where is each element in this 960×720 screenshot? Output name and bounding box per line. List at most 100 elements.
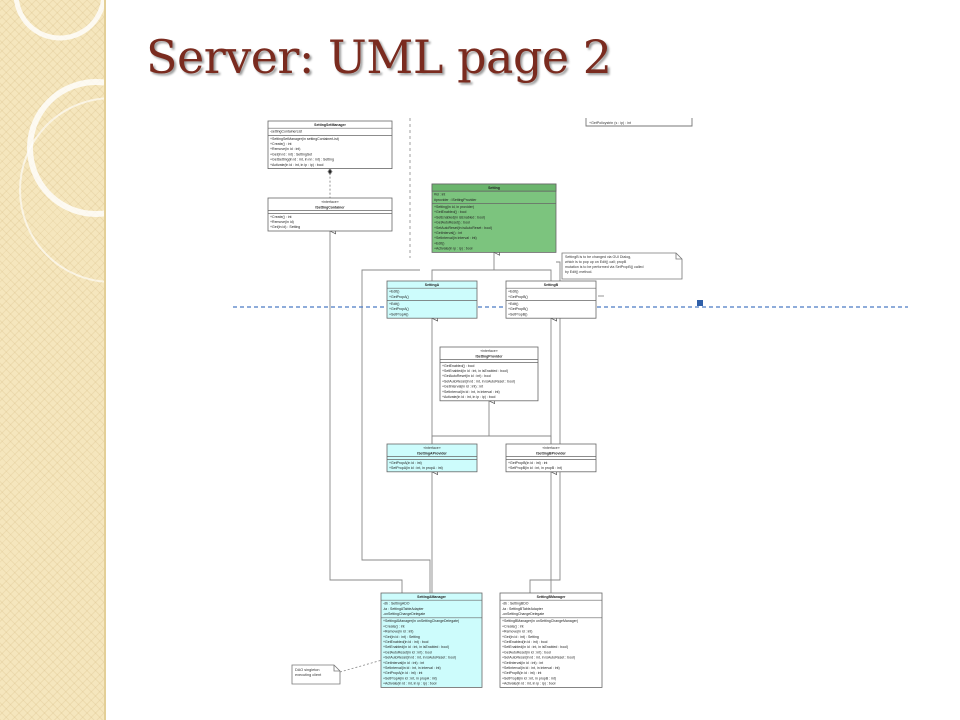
class-stereotype: «interface»: [321, 200, 338, 204]
connector-line: [494, 269, 552, 281]
top-fragment-text: +GetPolicystrin (s : ip) : int: [589, 121, 631, 125]
uml-class-setting-b: SettingB+Edit()+GetPropB()+Edit()+GetPro…: [505, 280, 597, 319]
class-stereotype: «interface»: [480, 349, 497, 353]
class-operation: +Activate(in ip : ip) : bool: [434, 247, 473, 251]
uml-class-setting: Setting#id : int#provider : ISettingProv…: [431, 183, 557, 253]
uml-class-diagram: +GetPolicystrin (s : ip) : int SettingSe…: [233, 118, 908, 688]
class-attribute: #provider : ISettingProvider: [434, 198, 477, 202]
class-attribute: -db : SettingBDO: [502, 602, 529, 606]
class-operation: +GetSetting(in id : int, in nn : int) : …: [270, 158, 334, 162]
class-attribute: -settingContainerList: [270, 130, 302, 134]
uml-class-setting-a: SettingA+Edit()+GetPropA()+Edit()+GetPro…: [386, 280, 478, 319]
class-operation: +SetEnabled(in id : int, in isEnabled : …: [442, 369, 508, 373]
class-name: ISettingAProvider: [417, 451, 447, 455]
class-operation: +SetEnabled(in id : int, in isEnabled : …: [502, 645, 568, 649]
class-operation: +Edit(): [508, 302, 518, 306]
class-name: SettingAManager: [417, 595, 446, 599]
sidebar-divider: [104, 0, 106, 720]
class-operation: +GetPropB(in id : int) : int: [502, 671, 541, 675]
class-operation: +GetPropA(in id : int) : int: [383, 671, 422, 675]
note-dao: DAO singleton executing client: [291, 659, 383, 685]
sidebar-circle-top: [13, 0, 106, 41]
class-operation: +Create() : int: [270, 142, 292, 146]
uml-class-container: «interface»ISettingContainer +Create() : …: [267, 197, 393, 232]
class-name: ISettingContainer: [315, 205, 345, 209]
class-attribute: -ta : SettingATableAdapter: [383, 607, 424, 611]
class-operation: +Setting(in id, in provider): [434, 205, 474, 209]
class-operation: +SetAutoReset(in id : int, in isAutoRese…: [383, 656, 456, 660]
class-attribute: +Edit(): [389, 290, 399, 294]
class-operation: +SetPropB(in id : int, in propB : int): [502, 676, 556, 680]
class-operation: +GetPropB(in id : int) : int: [508, 461, 547, 465]
class-operation: +GetPropA(in id : int): [389, 461, 422, 465]
class-operation: +SetPropA(): [389, 312, 408, 316]
connector-line: [529, 261, 561, 593]
class-name: SettingB: [544, 283, 559, 287]
class-attribute: -onSettingChangeDelegate: [502, 612, 544, 616]
class-operation: +SetInterval(in id : int, in interval : …: [502, 666, 560, 670]
class-operation: +SetPropA(in id : int, in propA : int): [383, 676, 437, 680]
uml-class-provider: «interface»ISettingProvider+GetEnabled()…: [439, 346, 539, 402]
class-operation: +GetAutoReset(in id : int) : bool: [502, 650, 551, 654]
class-operation: +SetInterval(in interval : int): [434, 236, 477, 240]
uml-class-a-manager: SettingAManager -db : SettingADO-ta : Set…: [380, 592, 483, 688]
class-operation: +GetInterval(in id : int) : int: [383, 661, 424, 665]
connector-line: [431, 252, 494, 281]
sidebar-circles: [13, 0, 106, 283]
uml-class-b-manager: SettingBManager-db : SettingBDO-ta : Set…: [499, 592, 603, 688]
class-operation: +Remove(in id : int): [383, 630, 413, 634]
class-name: SettingBManager: [537, 595, 566, 599]
class-operation: +Remove(in id : int): [502, 630, 532, 634]
class-name: ISettingBProvider: [536, 451, 566, 455]
class-operation: +Activate(in id : int, in ip : ip) : boo…: [502, 682, 556, 686]
class-operation: +GetEnabled(in id : int) : bool: [383, 640, 429, 644]
class-operation: +SetPropB(): [508, 312, 527, 316]
class-attribute: -db : SettingADO: [383, 602, 410, 606]
class-stereotype: «interface»: [423, 446, 440, 450]
class-operation: +Activate(in id : int, in ip : ip) : boo…: [442, 395, 496, 399]
class-operation: +Create() : int: [270, 215, 292, 219]
class-operation: +Remove(in id): [270, 220, 294, 224]
class-operation: +GetPropA(): [389, 307, 409, 311]
sidebar-circle-large: [27, 79, 106, 217]
class-operation: +GetInterval(in id : int) : int: [502, 661, 543, 665]
class-stereotype: «interface»: [542, 446, 559, 450]
connector-line: [330, 231, 403, 593]
class-operation: +Edit(): [434, 241, 444, 245]
class-operation: +GetAutoReset(in id : int) : bool: [442, 374, 491, 378]
class-attribute: -onSettingChangeDelegate: [383, 612, 425, 616]
class-operation: +GetEnabled(in id : int) : bool: [502, 640, 548, 644]
class-operation: +GetAutoReset(in id : int) : bool: [383, 650, 432, 654]
class-operation: +Activate(in id : int, in ip : ip) : boo…: [270, 163, 324, 167]
class-attribute: +GetPropB(): [508, 295, 528, 299]
class-operation: +SetInterval(in id : int, in interval : …: [442, 390, 500, 394]
class-operation: +SettingBManager(in onSettingChangeManag…: [502, 619, 578, 623]
class-operation: +SetAutoReset(in id : int, in isAutoRese…: [502, 656, 575, 660]
uml-class-set-manager: SettingSetManager -settingContainerList +S…: [267, 120, 393, 169]
class-operation: +GetAutoReset() : bool: [434, 221, 470, 225]
note-settingb-text: SettingB is to be changed via GUI Dialog…: [565, 255, 645, 274]
class-operation: +SetAutoReset(in isAutoReset : bool): [434, 226, 492, 230]
class-operation: +SetInterval(in id : int, in interval : …: [383, 666, 441, 670]
class-operation: +Get(in id : int) : Setting: [502, 635, 539, 639]
connector-line: [361, 269, 431, 593]
class-name: SettingSetManager: [314, 123, 346, 127]
class-operation: +GetEnabled() : bool: [442, 364, 475, 368]
class-operation: +Create() : int: [383, 624, 405, 628]
class-attribute: #id : int: [434, 193, 445, 197]
class-operation: +SettingSetManager(in settingContainerLi…: [270, 137, 339, 141]
class-operation: +SetAutoReset(in id : int, in isAutoRese…: [442, 379, 515, 383]
connector-line: [431, 401, 489, 444]
class-operation: +SetEnabled(in id : int, in isEnabled : …: [383, 645, 449, 649]
class-operation: +GetPropB(): [508, 307, 528, 311]
class-operation: +SetPropB(in id : int, in propB : int): [508, 466, 562, 470]
connector-line: [489, 435, 552, 444]
note-settingb: SettingB is to be changed via GUI Dialog…: [561, 252, 683, 280]
class-operation: +Get(in id : int) : Setting: [383, 635, 420, 639]
class-operation: +SetEnabled(in isEnabled : bool): [434, 215, 485, 219]
class-operation: +Activate(in id : int, in ip : ip) : boo…: [383, 682, 437, 686]
uml-class-provider-a: «interface»ISettingAProvider +GetPropA(in…: [386, 443, 478, 473]
selection-handle: [697, 300, 703, 306]
class-operation: +Get(in id : int) : SettingSet: [270, 152, 312, 156]
class-operation: +Get(in id) : Setting: [270, 225, 300, 229]
